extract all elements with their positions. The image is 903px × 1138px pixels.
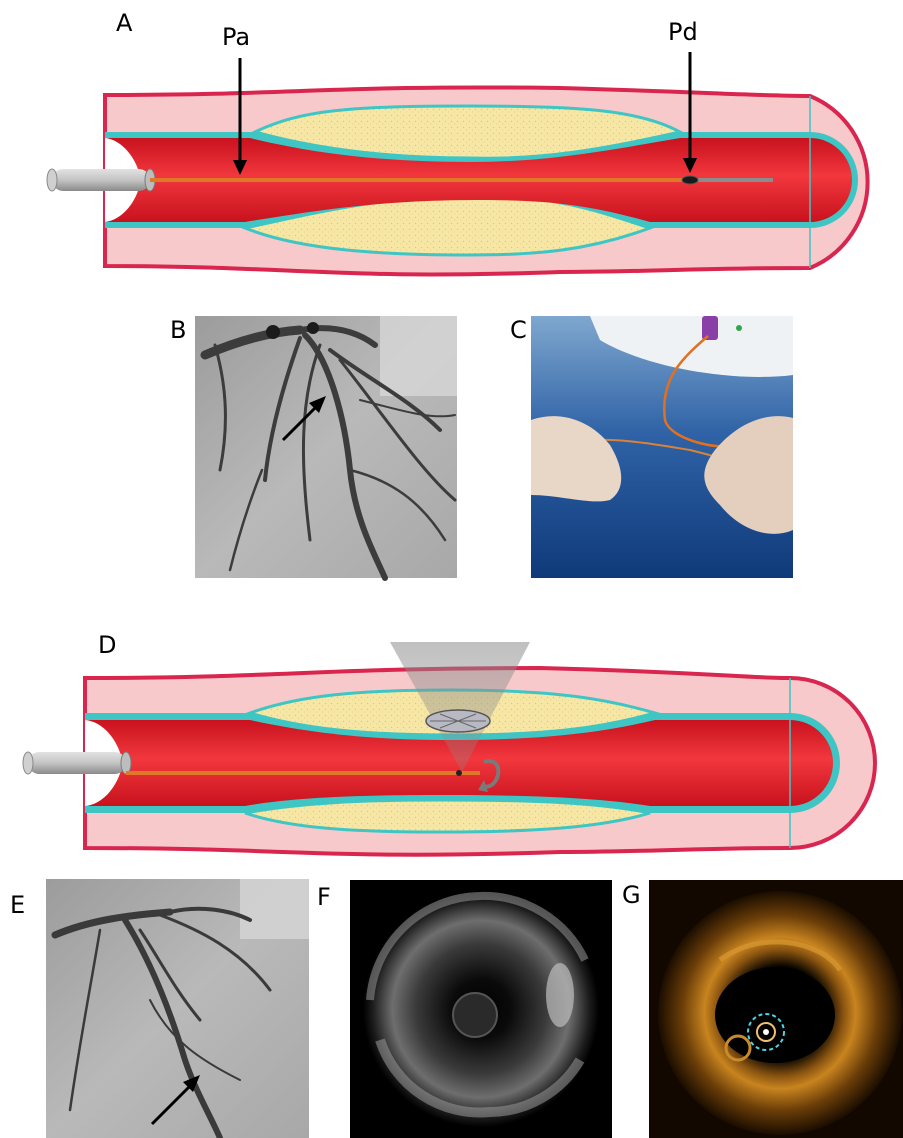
panel-g-letter: G <box>622 883 641 907</box>
panel-d-letter: D <box>98 633 116 657</box>
guiding-catheter <box>47 169 155 191</box>
panel-e-angiogram <box>46 879 309 1138</box>
panel-b-letter: B <box>170 318 186 342</box>
panel-c-letter: C <box>510 318 527 342</box>
panel-e-letter: E <box>10 893 25 917</box>
panel-a-vessel-diagram <box>47 52 868 274</box>
guiding-catheter <box>23 752 131 774</box>
panel-a-letter: A <box>116 11 132 35</box>
pressure-sensor-icon <box>682 176 698 184</box>
pd-label: Pd <box>668 20 698 44</box>
pa-label: Pa <box>222 25 250 49</box>
panel-f-ivus-image <box>350 880 612 1138</box>
panel-c-wire-photo <box>531 316 793 578</box>
panel-f-letter: F <box>317 885 331 909</box>
panel-g-oct-image <box>649 880 903 1138</box>
panel-b-angiogram <box>195 316 457 578</box>
panel-d-vessel-diagram <box>23 642 875 855</box>
